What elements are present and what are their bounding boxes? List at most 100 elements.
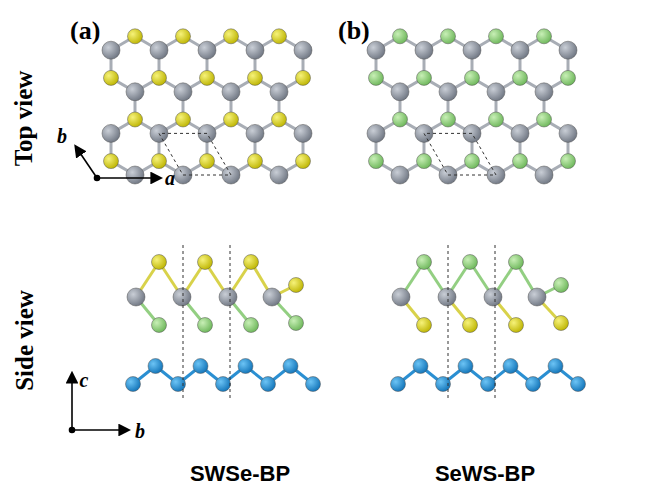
atom [270,83,288,101]
structure-name: SeWS-BP [435,463,535,485]
atom [465,154,480,169]
atom [289,278,304,293]
atom [200,154,215,169]
atom [224,29,239,44]
atom [458,359,473,374]
atom [152,154,167,169]
cell-boundary [448,245,449,400]
unit-cells [159,133,496,400]
atom [415,41,433,59]
atom [296,70,311,85]
atom [537,29,552,44]
atom [152,255,167,270]
atom [248,70,263,85]
atom [176,112,191,127]
view-label: Top view [12,70,37,166]
atom [367,124,385,142]
atom [393,112,408,127]
atom [511,41,529,59]
atom [526,377,541,392]
atom [509,255,524,270]
atom [463,41,481,59]
atom [173,288,191,306]
atom [535,166,553,184]
atom [489,29,504,44]
atom [198,41,216,59]
atom [263,288,281,306]
atom [413,359,428,374]
atom [272,29,287,44]
atom [503,359,518,374]
cell-boundary [495,245,496,400]
atom [176,29,191,44]
atom [193,359,208,374]
view-label: Side view [12,290,37,391]
atom [463,255,478,270]
atom [554,316,569,331]
atom [294,41,312,59]
atom [102,124,120,142]
atom [465,70,480,85]
atom [463,318,478,333]
atom [248,154,263,169]
atom [561,154,576,169]
atom [561,70,576,85]
atom [417,255,432,270]
atom [513,70,528,85]
atom [484,288,502,306]
axis-label: c [80,370,89,390]
atom [289,316,304,331]
axis-label: b [135,421,145,441]
axis-label: a [165,168,175,188]
atom [174,83,192,101]
atom [296,154,311,169]
atom [128,29,143,44]
cell-boundary [230,245,231,400]
atom [509,318,524,333]
cell-boundary [183,245,184,400]
atom [219,288,237,306]
atom [417,154,432,169]
atom [439,83,457,101]
unit-cell [424,133,496,175]
atom [152,318,167,333]
atom [306,377,321,392]
atom [222,83,240,101]
atom [198,255,213,270]
atom [481,377,496,392]
atom [244,255,259,270]
atom [487,83,505,101]
atom [537,112,552,127]
atom [270,166,288,184]
atom [559,124,577,142]
atoms [102,29,586,392]
axis-arrows [70,147,161,433]
atom [198,318,213,333]
atom [126,83,144,101]
bonds [111,36,578,384]
atom [238,359,253,374]
atom [548,359,563,374]
atom [369,70,384,85]
atom [224,112,239,127]
atom [571,377,586,392]
atom [393,29,408,44]
atom [441,29,456,44]
atom [528,288,546,306]
atom [200,70,215,85]
structure-name: SWSe-BP [190,463,290,485]
atom [102,41,120,59]
atom [216,377,231,392]
atom [272,112,287,127]
atom [441,112,456,127]
atom [391,377,406,392]
atom [535,83,553,101]
atom [148,359,163,374]
atom [392,288,410,306]
panel-label: (a) [70,18,100,44]
atom [126,166,144,184]
atom [261,377,276,392]
atom [246,41,264,59]
atom [559,41,577,59]
